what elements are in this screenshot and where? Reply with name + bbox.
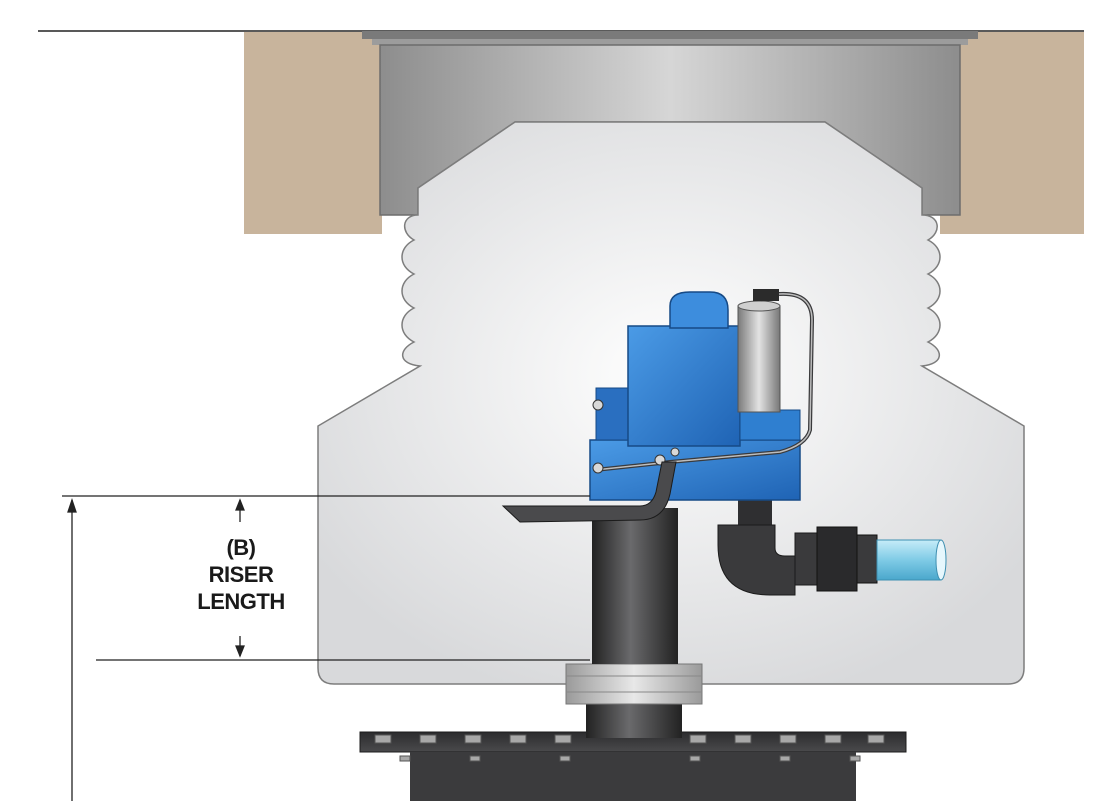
dimension-word-riser: RISER bbox=[208, 562, 274, 587]
tank-top bbox=[359, 731, 907, 801]
riser-length-label: (B) RISER LENGTH bbox=[186, 534, 296, 615]
riser-pipe bbox=[565, 508, 703, 738]
dispensing-pipe bbox=[501, 461, 677, 523]
dimension-lines bbox=[62, 495, 590, 801]
dimension-word-length: LENGTH bbox=[197, 589, 285, 614]
dimension-code: (B) bbox=[226, 535, 256, 560]
pump-assembly bbox=[589, 289, 815, 501]
soil-left bbox=[244, 32, 382, 234]
discharge-pipe bbox=[717, 496, 947, 596]
soil-right bbox=[940, 32, 1084, 234]
